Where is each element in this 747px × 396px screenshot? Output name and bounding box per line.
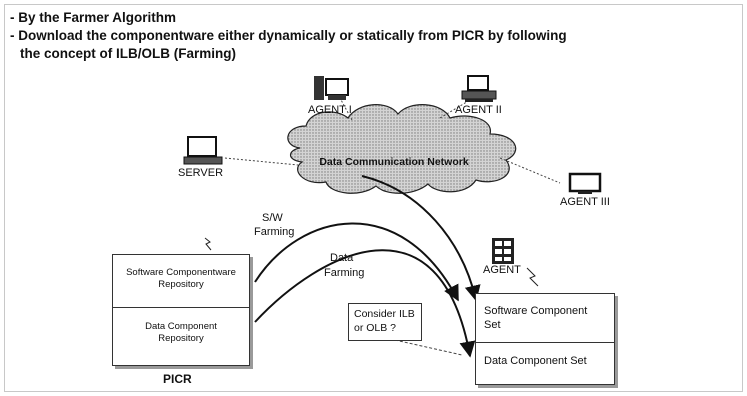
agent2-label: AGENT II <box>455 104 502 116</box>
picr-box: Software Componentware Repository Data C… <box>112 254 250 366</box>
data-component-repository: Data Component Repository <box>113 321 249 345</box>
agent-box-divider <box>476 342 614 343</box>
link-server <box>224 157 299 166</box>
data-farming-arrow <box>254 249 476 358</box>
agent1-label: AGENT I <box>308 104 352 116</box>
software-repo-line2: Repository <box>158 279 204 290</box>
server-signal-icon <box>204 237 212 251</box>
bullet-download-componentware: - Download the componentware either dyna… <box>10 28 567 43</box>
diagram-frame <box>4 4 743 392</box>
data-farming-label-line2: Farming <box>324 267 365 279</box>
bullet-farmer-algorithm: - By the Farmer Algorithm <box>10 10 177 25</box>
data-component-set: Data Component Set <box>484 355 587 367</box>
network-links <box>224 97 561 184</box>
consider-callout: Consider ILB or OLB ? <box>348 303 422 341</box>
software-repo-line1: Software Componentware <box>126 267 236 278</box>
software-component-set-line1: Software Component <box>484 305 588 317</box>
consider-pointer <box>394 339 463 356</box>
sw-farming-label-line1: S/W <box>262 212 283 224</box>
agent-label: AGENT <box>483 264 521 276</box>
link-agent3 <box>499 157 561 184</box>
sw-farming-arrow <box>254 222 459 302</box>
picr-divider <box>113 307 249 308</box>
sw-farming-label-line2: Farming <box>254 226 295 238</box>
consider-line1: Consider ILB <box>354 308 415 320</box>
data-repo-line1: Data Component <box>145 321 217 332</box>
agent3-monitor-icon <box>568 172 602 194</box>
network-label: Data Communication Network <box>319 156 469 168</box>
data-repo-line2: Repository <box>158 333 204 344</box>
consider-line2: or OLB ? <box>354 322 397 334</box>
software-component-set: Software Component Set <box>484 304 587 332</box>
agent3-label: AGENT III <box>560 196 610 208</box>
network-to-agent-arrow <box>361 175 481 302</box>
consider-text: Consider ILB or OLB ? <box>354 307 415 335</box>
software-componentware-repository: Software Componentware Repository <box>113 267 249 291</box>
bullet-ilb-olb-concept: the concept of ILB/OLB (Farming) <box>20 46 236 61</box>
link-agent1 <box>339 97 353 121</box>
server-computer-icon <box>183 136 223 165</box>
agent-signal-icon <box>526 267 539 287</box>
link-agent2 <box>439 99 471 119</box>
software-component-set-line2: Set <box>484 319 501 331</box>
data-farming-label-line1: Data <box>330 252 354 264</box>
farming-flows <box>254 175 481 358</box>
network-cloud <box>287 104 517 194</box>
picr-label: PICR <box>163 372 192 386</box>
agent-component-box: Software Component Set Data Component Se… <box>475 293 615 385</box>
agent1-computer-icon <box>314 76 349 100</box>
agent-grid-icon <box>492 238 514 264</box>
agent2-computer-icon <box>461 75 497 102</box>
server-label: SERVER <box>178 167 224 179</box>
